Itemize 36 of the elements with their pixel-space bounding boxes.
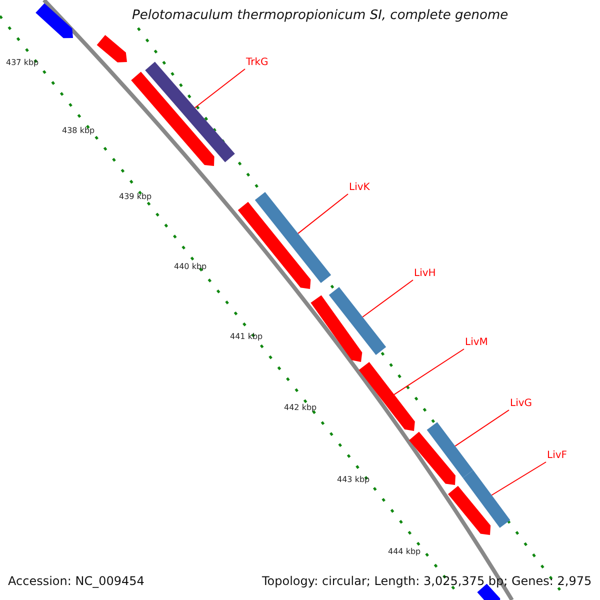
gene-bar [409,432,456,485]
gene-bar [254,192,332,283]
scale-label: 438 kbp [62,126,95,136]
scale-label: 441 kbp [230,332,263,342]
gene-label: LivH [414,268,436,280]
scale-label: 437 kbp [6,58,39,68]
leader-line [454,410,510,447]
leader-line [194,68,246,108]
scale-label: 439 kbp [119,192,152,202]
gene-bar [36,3,73,38]
gene-label: LivK [349,182,370,194]
leader-line [491,462,546,496]
diagram-title: Pelotomaculum thermopropionicum SI, complete genome [132,8,508,24]
gene-bar [238,202,311,289]
gene-bar [426,422,474,478]
scale-label: 440 kbp [174,262,207,272]
gene-bar [358,362,415,431]
gene-bar [145,62,235,162]
gene-bar [462,470,510,528]
leader-line [394,348,464,396]
scale-label: 443 kbp [337,475,370,485]
gene-label: LivF [547,450,568,462]
gene-label: LivM [465,337,488,349]
leader-line [362,280,414,318]
gene-bar [328,287,386,355]
gene-label: TrkG [246,57,268,69]
gene-bar [96,35,127,62]
info-text: Accession: NC_009454 [8,574,144,588]
scale-label: 444 kbp [388,547,421,557]
gene-bar [131,72,214,166]
leader-line [298,194,348,234]
gene-bar [448,486,491,535]
gene-label: LivG [510,398,532,410]
scale-label: 442 kbp [284,403,317,413]
info-text: Topology: circular; Length: 3,025,375 bp; Genes: 2,975 [262,574,592,588]
gene-bar [310,295,362,362]
